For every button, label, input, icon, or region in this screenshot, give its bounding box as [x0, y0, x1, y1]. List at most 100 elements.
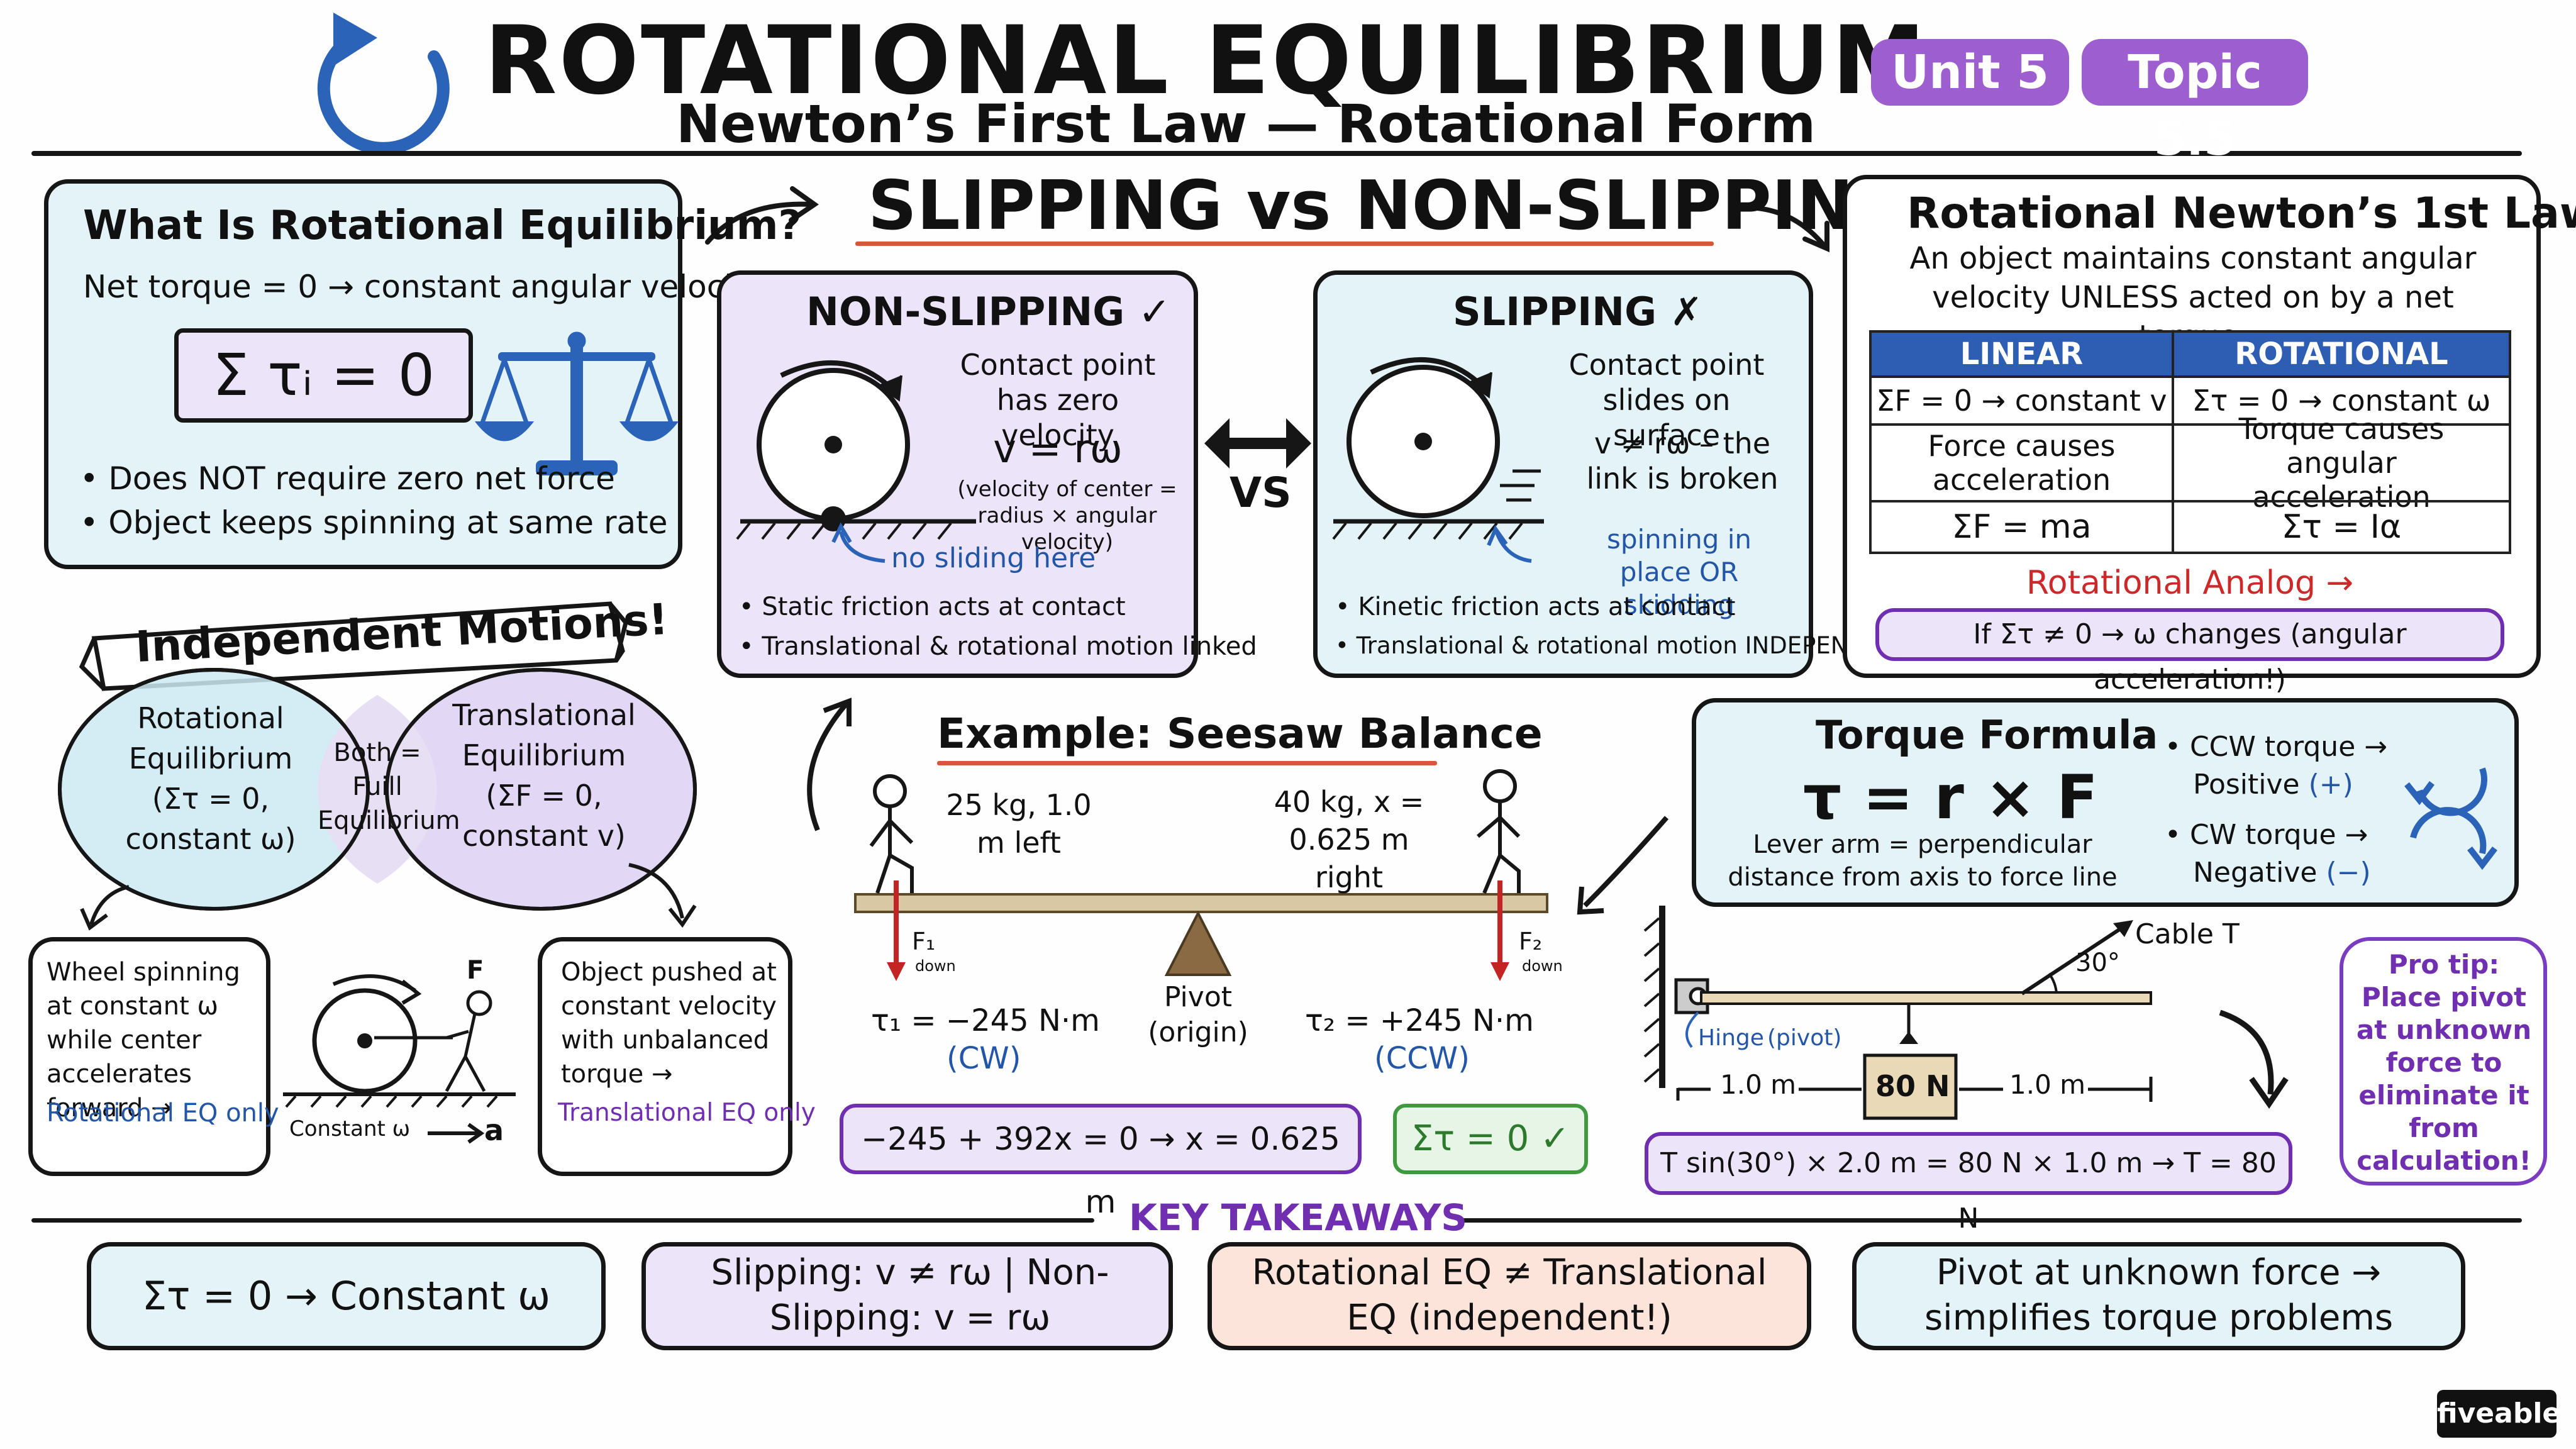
non-slipping-bullet-1-text: Static friction acts at contact — [762, 592, 1126, 621]
table-header-rotational: ROTATIONAL — [2172, 330, 2511, 378]
torque-1-direction: (CW) — [947, 1041, 1021, 1076]
cw-sign: (−) — [2326, 857, 2371, 889]
slipping-title: SLIPPING ✗ — [1453, 289, 1703, 335]
cw-value-line: Negative (−) — [2193, 857, 2371, 889]
distance-2-label: 1.0 m — [2009, 1069, 2086, 1100]
topic-badge: Topic 5.5 — [2082, 39, 2308, 166]
vs-label: VS — [1230, 469, 1292, 517]
takeaway-text-2: Slipping: v ≠ rω | Non-Slipping: v = rω — [711, 1252, 1109, 1338]
table-cell: ΣF = 0 → constant v — [1869, 375, 2174, 426]
pro-tip-text: Pro tip: Place pivot at unknown force to… — [2356, 949, 2532, 1176]
takeaway-text-3: Rotational EQ ≠ Translational EQ (indepe… — [1252, 1252, 1767, 1338]
brand-logo: fiveable — [2437, 1390, 2561, 1438]
push-force-label: F — [467, 956, 484, 985]
table-cell: ΣF = ma — [1869, 500, 2174, 554]
unit-badge: Unit 5 — [1871, 39, 2069, 106]
slipping-bullet-1: • Kinetic friction acts at contact — [1335, 592, 1736, 621]
seesaw-left-mass: 25 kg, 1.0 m left — [946, 788, 1092, 860]
rolling-wheel-figure — [736, 360, 976, 563]
cw-value: Negative — [2193, 857, 2318, 889]
slipping-bullet-1-text: Kinetic friction acts at contact — [1358, 592, 1736, 621]
torque-1: τ₁ = −245 N·m — [871, 1003, 1100, 1038]
lever-arm-text: Lever arm = perpendicular distance from … — [1728, 830, 2118, 892]
seesaw-right-mass: 40 kg, x = 0.625 m right — [1274, 785, 1424, 894]
seesaw-equation: −245 + 392x = 0 → x = 0.625 m — [840, 1104, 1362, 1220]
takeaways-rule-left — [31, 1218, 1094, 1223]
force-2-label: F₂ — [1519, 928, 1543, 955]
cw-line: • CW torque → — [2165, 819, 2368, 851]
analog-box: If Στ ≠ 0 → ω changes (angular accelerat… — [1875, 608, 2504, 696]
hinge-label: Hinge — [1698, 1025, 1764, 1051]
translational-only-text: Object pushed at constant velocity with … — [561, 958, 777, 1089]
slipping-bullet-2: • Translational & rotational motion INDE… — [1335, 632, 1913, 659]
slipping-formula: v ≠ rω – the link is broken — [1586, 426, 1779, 496]
venn-middle-label: Both = Fuill Equilibrium — [318, 738, 460, 835]
rotational-only-text: Wheel spinning at constant ω while cente… — [47, 958, 240, 1123]
distance-1-label: 1.0 m — [1720, 1069, 1797, 1100]
slipping-desc: Contact point slides on surface — [1568, 348, 1765, 452]
no-sliding-annotation: no sliding here — [891, 542, 1096, 574]
rotational-only-tag: Rotational EQ only — [47, 1099, 279, 1128]
what-is-panel: What Is Rotational Equilibrium? Net torq… — [44, 179, 802, 569]
skidding-wheel-figure — [1332, 357, 1544, 563]
non-slipping-desc: Contact point has zero velocity — [960, 348, 1156, 452]
pivot-label: Pivot (origin) — [1148, 981, 1248, 1048]
constant-omega-caption: Constant ω — [289, 1116, 411, 1141]
rotation-arrow-icon — [317, 13, 450, 155]
cw-text: CW torque → — [2189, 819, 2368, 851]
takeaway-card-2: Slipping: v ≠ rω | Non-Slipping: v = rω — [641, 1242, 1173, 1350]
torque-title: Torque Formula — [1816, 712, 2158, 758]
ccw-text: CCW torque → — [2189, 731, 2388, 763]
newton-law-panel: Rotational Newton’s 1st Law An object ma… — [1843, 175, 2576, 696]
what-is-line: Net torque = 0 → constant angular veloci… — [83, 269, 764, 305]
non-slipping-formula: v = rω — [993, 426, 1123, 472]
force-1-label: F₁ — [912, 928, 936, 955]
what-is-title: What Is Rotational Equilibrium? — [83, 203, 802, 249]
sum-torque-formula: Σ τᵢ = 0 — [174, 328, 473, 423]
non-slipping-panel: NON-SLIPPING ✓ Contact point has zero ve… — [717, 270, 1257, 678]
seesaw-check: Στ = 0 ✓ — [1393, 1104, 1588, 1174]
takeaway-card-3: Rotational EQ ≠ Translational EQ (indepe… — [1208, 1242, 1811, 1350]
slipping-bullet-2-text: Translational & rotational motion INDEPE… — [1356, 632, 1913, 659]
force-1-sub: down — [915, 957, 956, 975]
page-title: ROTATIONAL EQUILIBRIUM — [484, 6, 1928, 116]
section-heading: SLIPPING vs NON-SLIPPING — [868, 167, 1909, 245]
table-header-linear: LINEAR — [1869, 330, 2174, 378]
non-slipping-bullet-1: • Static friction acts at contact — [739, 592, 1126, 621]
ccw-line: • CCW torque → — [2165, 731, 2388, 763]
pro-tip-bubble: Pro tip: Place pivot at unknown force to… — [2340, 937, 2547, 1185]
torque-2: τ₂ = +245 N·m — [1305, 1003, 1534, 1038]
non-slipping-formula-note: (velocity of center = radius × angular v… — [957, 477, 1177, 555]
hinge-note: (pivot) — [1767, 1025, 1842, 1051]
slipping-panel: SLIPPING ✗ Contact point slides on surfa… — [1313, 270, 1913, 678]
balance-scale-icon — [474, 331, 679, 475]
torque-formula-panel: Torque Formula τ = r × F Lever arm = per… — [1692, 698, 2519, 907]
non-slipping-title: NON-SLIPPING ✓ — [806, 289, 1171, 335]
what-is-bullet-2: • Object keeps spinning at same rate — [80, 504, 668, 541]
takeaway-text-4: Pivot at unknown force → simplifies torq… — [1924, 1252, 2394, 1338]
takeaway-text-1: Στ = 0 → Constant ω — [142, 1273, 551, 1319]
torque-2-direction: (CCW) — [1374, 1041, 1470, 1076]
translational-only-bubble: Object pushed at constant velocity with … — [538, 937, 816, 1176]
newton-title: Rotational Newton’s 1st Law — [1907, 189, 2576, 238]
ccw-arrow-icon — [2404, 767, 2497, 870]
rotational-only-bubble: Wheel spinning at constant ω while cente… — [28, 937, 279, 1176]
cable-label: Cable T — [2135, 918, 2240, 950]
ccw-value: Positive — [2193, 769, 2300, 801]
takeaways-heading: KEY TAKEAWAYS — [1129, 1196, 1468, 1239]
non-slipping-bullet-2: • Translational & rotational motion link… — [739, 632, 1257, 661]
what-is-bullet-1-text: Does NOT require zero net force — [108, 460, 615, 497]
venn-right-label: Translational Equilibrium (ΣF = 0, const… — [452, 698, 636, 853]
page-subtitle: Newton’s First Law — Rotational Form — [676, 93, 1816, 155]
seesaw-title: Example: Seesaw Balance — [937, 709, 1543, 758]
what-is-bullet-1: • Does NOT require zero net force — [80, 460, 615, 497]
ccw-value-line: Positive (+) — [2193, 769, 2353, 801]
beam-equation: T sin(30°) × 2.0 m = 80 N × 1.0 m → T = … — [1645, 1132, 2292, 1235]
rotational-analog-label: Rotational Analog → — [2026, 564, 2354, 602]
takeaways-rule-right — [1459, 1218, 2522, 1223]
